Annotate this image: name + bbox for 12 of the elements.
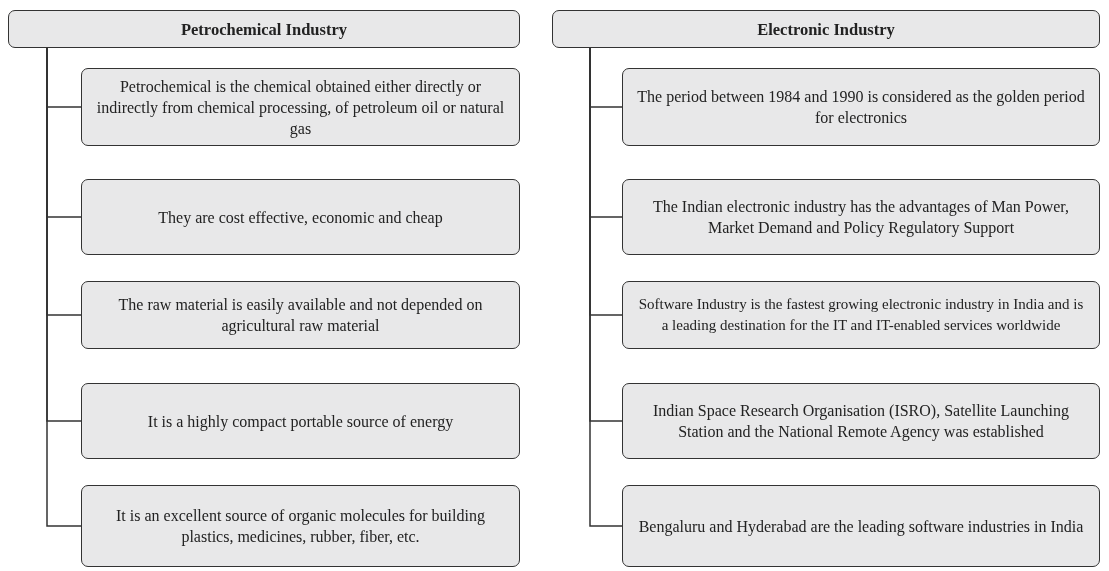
fact-box: Bengaluru and Hyderabad are the leading software industries in India — [622, 485, 1100, 567]
category-header-box: Electronic Industry — [552, 10, 1100, 48]
fact-box: Petrochemical is the chemical obtained either directly or indirectly from chemical processing, of petroleum oil or natural gas — [81, 68, 520, 146]
fact-box: It is an excellent source of organic molecules for building plastics, medicines, rubber, fiber, etc. — [81, 485, 520, 567]
fact-box: The raw material is easily available and not depended on agricultural raw material — [81, 281, 520, 349]
fact-box: Software Industry is the fastest growing electronic industry in India and is a leading destination for the IT and IT-enabled services worldwide — [622, 281, 1100, 349]
fact-box: It is a highly compact portable source of energy — [81, 383, 520, 459]
fact-box: They are cost effective, economic and cheap — [81, 179, 520, 255]
fact-box: The period between 1984 and 1990 is considered as the golden period for electronics — [622, 68, 1100, 146]
fact-box: Indian Space Research Organisation (ISRO), Satellite Launching Station and the National Remote Agency was established — [622, 383, 1100, 459]
fact-box: The Indian electronic industry has the advantages of Man Power, Market Demand and Policy Regulatory Support — [622, 179, 1100, 255]
category-header-box: Petrochemical Industry — [8, 10, 520, 48]
